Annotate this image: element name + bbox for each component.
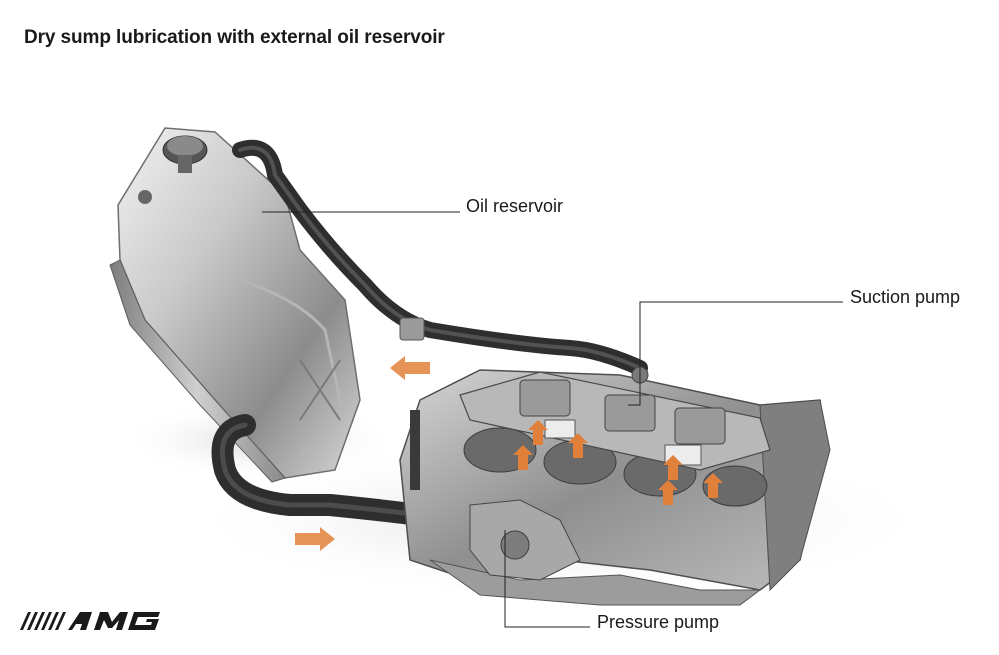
pressure-pump-label: Pressure pump — [597, 612, 720, 632]
amg-logo-icon — [20, 612, 160, 630]
suction-pump-label: Suction pump — [850, 287, 961, 307]
suction-pump-assembly — [459, 366, 771, 471]
oil-reservoir-tank — [109, 127, 361, 483]
oil-flow-arrows — [295, 356, 723, 551]
suction-pump-leader — [628, 301, 843, 406]
page-title: Dry sump lubrication with external oil r… — [24, 27, 445, 48]
pressure-pump-assembly — [410, 410, 581, 581]
pressure-pump-leader — [504, 530, 590, 628]
oil-reservoir-label: Oil reservoir — [466, 196, 564, 216]
